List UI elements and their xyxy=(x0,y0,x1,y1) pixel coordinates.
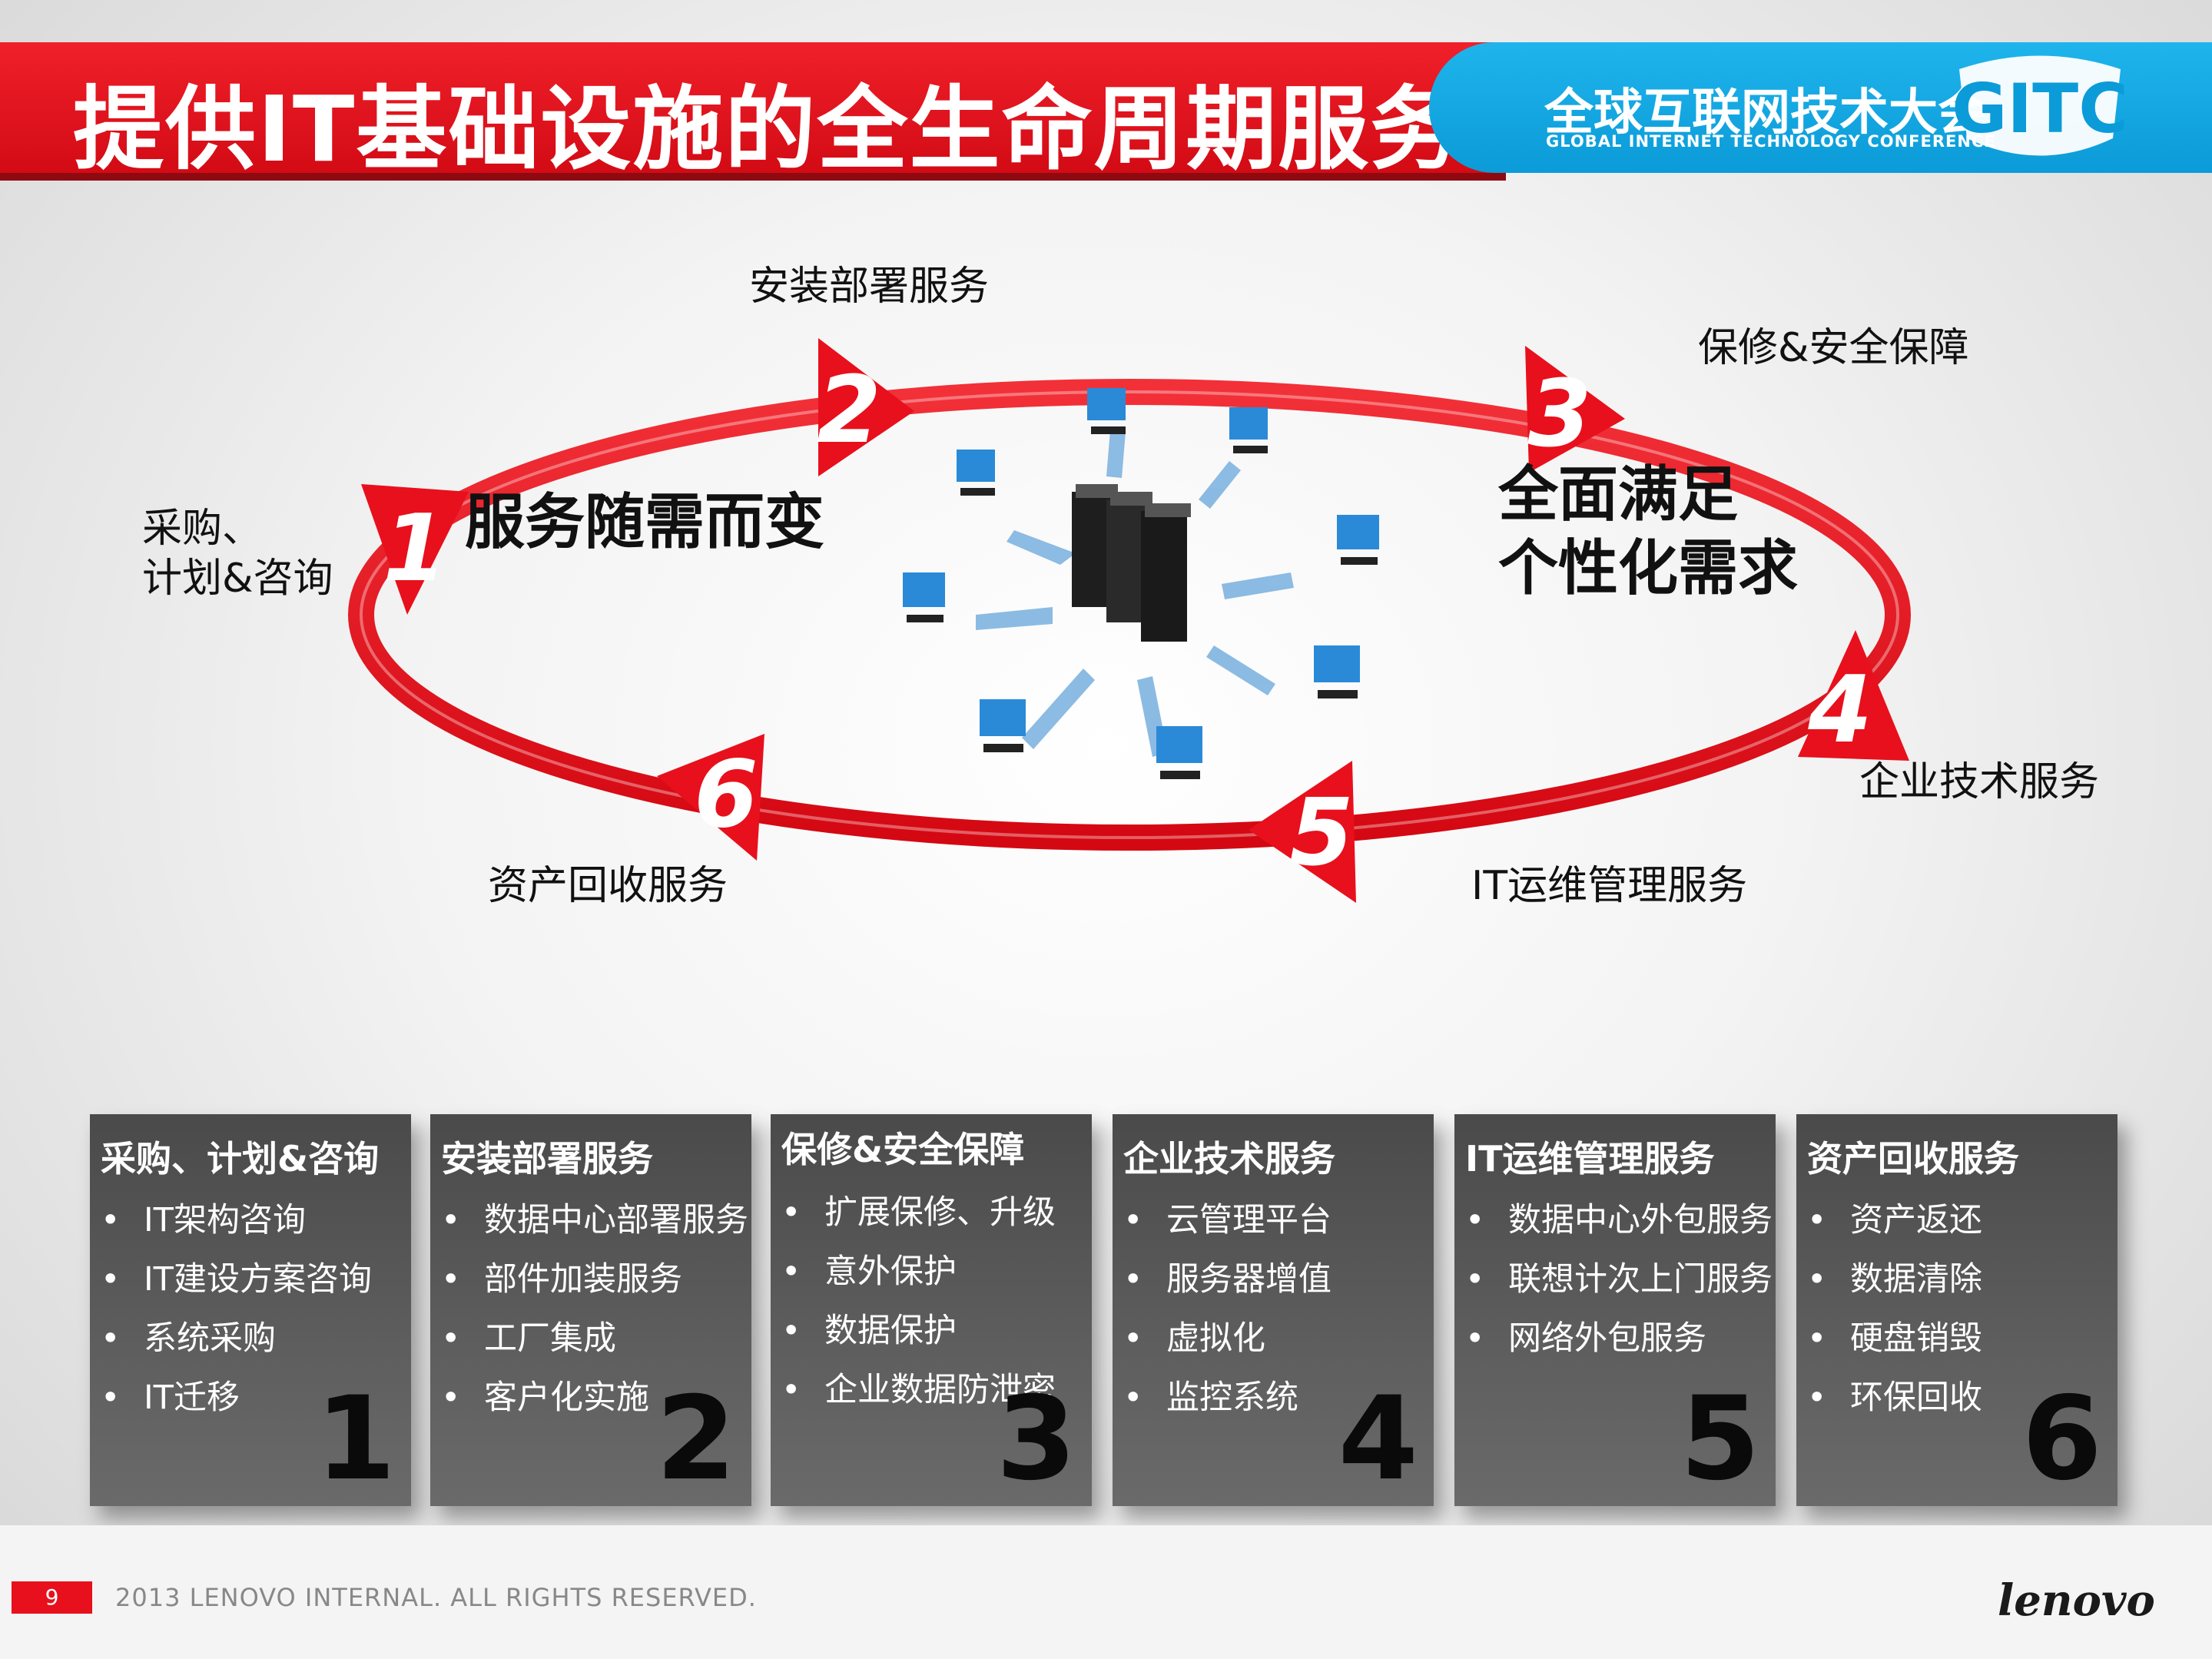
service-card-2: 安装部署服务 •数据中心部署服务 •部件加装服务 •工厂集成 •客户化实施 2 xyxy=(430,1114,751,1506)
stage-label-1-line1: 采购、 xyxy=(142,506,263,552)
list-item: •IT建设方案咨询 xyxy=(101,1260,372,1299)
card-title: IT运维管理服务 xyxy=(1465,1138,1715,1180)
server-icon xyxy=(1072,484,1191,642)
list-item: •数据中心部署服务 xyxy=(441,1201,748,1239)
page-title: 提供IT基础设施的全生命周期服务 xyxy=(73,76,1463,182)
gitc-logo-text: GITC xyxy=(1952,69,2128,148)
card-list: •IT架构咨询 •IT建设方案咨询 •系统采购 •IT迁移 xyxy=(101,1191,372,1428)
network-illustration xyxy=(903,388,1379,779)
list-item: •数据保护 xyxy=(781,1312,957,1350)
card-list: •数据中心部署服务 •部件加装服务 •工厂集成 •客户化实施 xyxy=(441,1191,748,1428)
stage-marker-3: 3 xyxy=(1525,346,1625,473)
computer-icon xyxy=(957,450,995,496)
computer-icon xyxy=(1229,407,1268,453)
stage-number-1: 1 xyxy=(383,496,447,602)
card-title: 企业技术服务 xyxy=(1123,1138,1335,1180)
stage-label-3: 保修&安全保障 xyxy=(1698,325,1969,371)
computer-icon xyxy=(1337,515,1379,565)
computer-icon xyxy=(1156,726,1202,779)
center-right-line1: 全面满足 xyxy=(1498,460,1739,529)
cycle-ring-highlight xyxy=(360,390,1899,839)
stage-marker-1: 1 xyxy=(361,484,469,615)
card-number: 3 xyxy=(996,1372,1076,1506)
stage-label-4: 企业技术服务 xyxy=(1859,759,2100,805)
page-number: 9 xyxy=(45,1584,59,1610)
card-number: 2 xyxy=(655,1372,736,1506)
list-item: •硬盘销毁 xyxy=(1807,1319,1982,1358)
title-bar xyxy=(0,42,1506,177)
list-item: •工厂集成 xyxy=(441,1319,616,1358)
service-card-6: 资产回收服务 •资产返还 •数据清除 •硬盘销毁 •环保回收 6 xyxy=(1796,1114,2117,1506)
footer-bar xyxy=(0,1525,2212,1659)
card-list: •数据中心外包服务 •联想计次上门服务 •网络外包服务 xyxy=(1465,1191,1773,1369)
conference-name-cn: 全球互联网技术大会 xyxy=(1544,85,1987,141)
computer-icon xyxy=(980,699,1026,752)
list-item: •扩展保修、升级 xyxy=(781,1193,1056,1232)
conference-name-en: GLOBAL INTERNET TECHNOLOGY CONFERENCE xyxy=(1546,132,1996,151)
connection-arrows xyxy=(976,430,1294,757)
card-number: 4 xyxy=(1338,1372,1418,1506)
service-card-3: 保修&安全保障 •扩展保修、升级 •意外保护 •数据保护 •企业数据防泄密 3 xyxy=(771,1114,1092,1506)
list-item: •系统采购 xyxy=(101,1319,276,1358)
list-item: •监控系统 xyxy=(1123,1379,1298,1417)
card-list: •扩展保修、升级 •意外保护 •数据保护 •企业数据防泄密 xyxy=(781,1183,1056,1420)
list-item: •虚拟化 xyxy=(1123,1319,1265,1358)
card-title: 资产回收服务 xyxy=(1807,1138,2019,1180)
card-title: 保修&安全保障 xyxy=(781,1129,1025,1170)
list-item: •数据清除 xyxy=(1807,1260,1982,1299)
card-number: 5 xyxy=(1680,1372,1760,1506)
service-card-5: IT运维管理服务 •数据中心外包服务 •联想计次上门服务 •网络外包服务 5 xyxy=(1454,1114,1776,1506)
computer-icon xyxy=(1087,388,1126,434)
stage-number-5: 5 xyxy=(1289,780,1354,887)
list-item: •环保回收 xyxy=(1807,1379,1982,1417)
computer-icons xyxy=(903,388,1379,779)
center-right-line2: 个性化需求 xyxy=(1498,534,1799,603)
stage-number-2: 2 xyxy=(817,357,881,464)
copyright-text: 2013 LENOVO INTERNAL. ALL RIGHTS RESERVE… xyxy=(115,1583,757,1612)
card-list: •云管理平台 •服务器增值 •虚拟化 •监控系统 xyxy=(1123,1191,1332,1428)
card-title: 采购、计划&咨询 xyxy=(101,1138,380,1180)
computer-icon xyxy=(1314,645,1360,698)
stage-marker-2: 2 xyxy=(817,338,914,476)
list-item: •IT架构咨询 xyxy=(101,1201,306,1239)
stage-marker-6: 6 xyxy=(657,734,764,861)
service-card-1: 采购、计划&咨询 •IT架构咨询 •IT建设方案咨询 •系统采购 •IT迁移 1 xyxy=(90,1114,411,1506)
list-item: •服务器增值 xyxy=(1123,1260,1332,1299)
lifecycle-diagram: 1 2 3 4 5 6 xyxy=(348,338,1911,903)
list-item: •客户化实施 xyxy=(441,1379,649,1417)
stage-marker-5: 5 xyxy=(1249,761,1356,903)
card-number: 6 xyxy=(2021,1372,2102,1506)
list-item: •数据中心外包服务 xyxy=(1465,1201,1773,1239)
stage-label-2: 安装部署服务 xyxy=(749,264,990,310)
card-title: 安装部署服务 xyxy=(441,1138,653,1180)
lenovo-logo: lenovo xyxy=(1998,1575,2155,1626)
title-bar-shadow xyxy=(0,173,1506,181)
stage-label-1-line2: 计划&咨询 xyxy=(142,556,333,602)
stage-number-4: 4 xyxy=(1807,657,1872,764)
stage-marker-4: 4 xyxy=(1798,630,1909,764)
stage-number-6: 6 xyxy=(694,742,758,848)
list-item: •网络外包服务 xyxy=(1465,1319,1706,1358)
list-item: •资产返还 xyxy=(1807,1201,1982,1239)
computer-icon xyxy=(903,572,945,622)
page-number-box xyxy=(12,1581,92,1614)
card-list: •资产返还 •数据清除 •硬盘销毁 •环保回收 xyxy=(1807,1191,1982,1428)
card-number: 1 xyxy=(315,1372,396,1506)
list-item: •意外保护 xyxy=(781,1253,957,1291)
stage-number-3: 3 xyxy=(1527,361,1592,468)
list-item: •云管理平台 xyxy=(1123,1201,1332,1239)
list-item: •联想计次上门服务 xyxy=(1465,1260,1773,1299)
list-item: •企业数据防泄密 xyxy=(781,1371,1056,1409)
list-item: •IT迁移 xyxy=(101,1379,240,1417)
list-item: •部件加装服务 xyxy=(441,1260,682,1299)
center-left-text: 服务随需而变 xyxy=(465,488,825,557)
stage-label-5: IT运维管理服务 xyxy=(1471,863,1748,909)
service-card-4: 企业技术服务 •云管理平台 •服务器增值 •虚拟化 •监控系统 4 xyxy=(1113,1114,1434,1506)
gitc-logo: GITC xyxy=(1952,55,2128,156)
stage-label-6: 资产回收服务 xyxy=(488,863,728,909)
cycle-ring xyxy=(348,379,1911,851)
